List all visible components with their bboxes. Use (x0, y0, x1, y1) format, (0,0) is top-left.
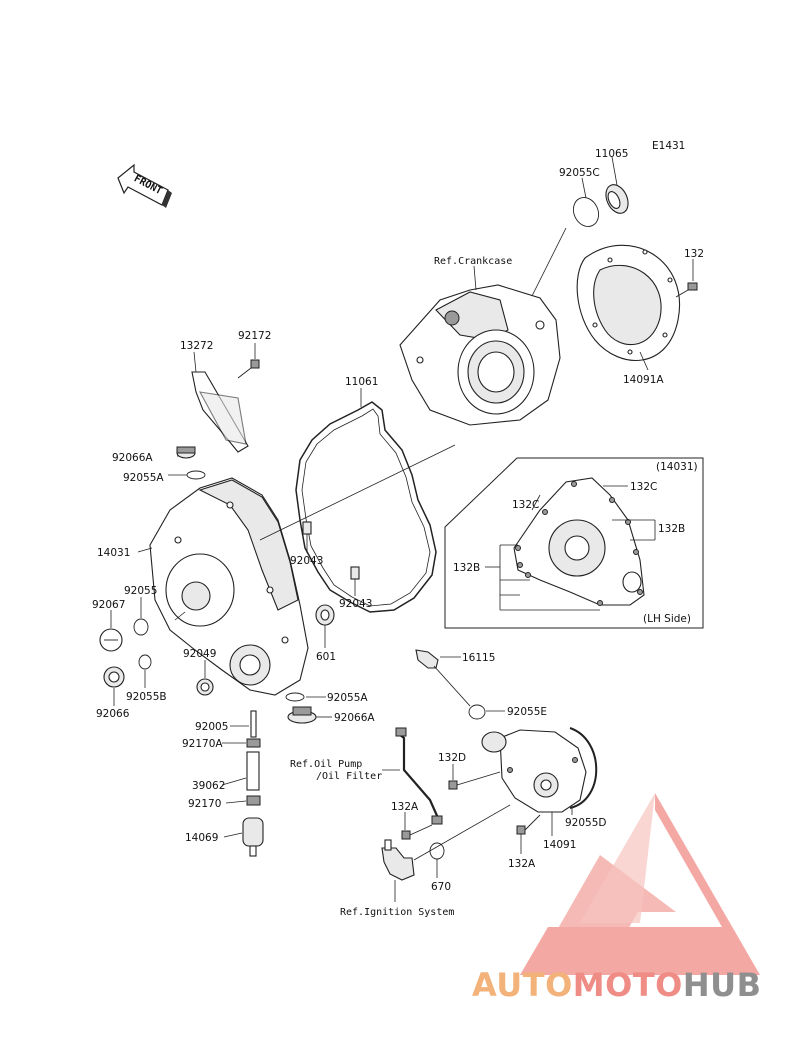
watermark-auto: AUTO (472, 966, 573, 1004)
label-92055D: 92055D (565, 817, 607, 829)
label-92043-b: 92043 (339, 598, 372, 610)
label-ref-crankcase: Ref.Crankcase (434, 256, 512, 267)
cover-14031 (149, 477, 309, 696)
watermark-moto: MOTO (573, 966, 683, 1004)
shaft-92005 (250, 710, 257, 738)
label-132A-left: 132A (391, 801, 419, 813)
label-132A-right: 132A (508, 858, 536, 870)
o-ring-92055A-bot (285, 692, 305, 702)
label-ref-oil-pump: Ref.Oil Pump (290, 759, 362, 770)
bolt-132A-left (401, 824, 433, 840)
label-92067: 92067 (92, 599, 125, 611)
part-labels: 11065 92055C 132 Ref.Crankcase 14091A 13… (92, 148, 704, 918)
label-132D: 132D (438, 752, 466, 764)
plug-92066A-top (176, 446, 196, 459)
label-92066A-bot: 92066A (334, 712, 375, 724)
label-92055C: 92055C (559, 167, 600, 179)
dowel-92043-b (350, 566, 360, 580)
plug-92066A-bot (287, 706, 317, 724)
o-ring-670 (429, 842, 445, 860)
hose-39062 (246, 751, 260, 791)
label-92055E: 92055E (507, 706, 547, 718)
inset-side-label: (LH Side) (643, 613, 691, 625)
inset-label-132C-a: 132C (630, 481, 657, 493)
inset-lh-side (444, 457, 704, 629)
label-92055A-bot: 92055A (327, 692, 368, 704)
watermark-logo (520, 793, 760, 975)
inset-title: (14031) (656, 461, 698, 473)
breather-14069 (242, 817, 264, 857)
o-ring-92055A-top (186, 470, 206, 480)
label-92066: 92066 (96, 708, 130, 720)
label-92005: 92005 (195, 721, 228, 733)
label-14091: 14091 (543, 839, 576, 851)
label-ref-ignition: Ref.Ignition System (340, 907, 454, 918)
dowel-92043-a (302, 521, 312, 535)
sensor-ignition-ref (381, 839, 415, 881)
label-14031: 14031 (97, 547, 130, 559)
label-92066A-top: 92066A (112, 452, 153, 464)
oil-seal-11065 (605, 184, 629, 214)
label-92055A-top: 92055A (123, 472, 164, 484)
bolt-132A-right (516, 814, 541, 835)
o-ring-92055C (572, 197, 600, 227)
label-ref-oil-filter: /Oil Filter (316, 771, 382, 782)
label-92043-a: 92043 (290, 555, 323, 567)
label-14069: 14069 (185, 832, 218, 844)
label-92170: 92170 (188, 798, 221, 810)
inset-label-132C-b: 132C (512, 499, 539, 511)
bolt-132D (448, 771, 501, 790)
bracket-13272 (191, 371, 249, 453)
plate-14091A (576, 244, 681, 361)
label-11061: 11061 (345, 376, 378, 388)
label-39062: 39062 (192, 780, 225, 792)
label-92170A: 92170A (182, 738, 223, 750)
label-601: 601 (316, 651, 336, 663)
clamp-92170 (246, 795, 261, 806)
plug-92066 (103, 666, 125, 688)
gasket-11061 (295, 401, 437, 613)
label-14091A: 14091A (623, 374, 664, 386)
crankcase-ref (399, 284, 561, 426)
plug-92067 (99, 628, 123, 652)
cover-14091 (481, 729, 587, 813)
oil-seal-92049 (196, 678, 214, 696)
label-92055B: 92055B (126, 691, 167, 703)
inset-label-132B-b: 132B (453, 562, 480, 574)
o-ring-92055D (569, 727, 598, 809)
label-92172: 92172 (238, 330, 271, 342)
label-132-top: 132 (684, 248, 704, 260)
watermark-text: AUTOMOTOHUB (472, 966, 762, 1004)
o-ring-92055B (138, 654, 152, 670)
label-92049: 92049 (183, 648, 216, 660)
dipstick-16115 (415, 649, 471, 707)
label-11065: 11065 (595, 148, 628, 160)
watermark-hub: HUB (683, 966, 762, 1004)
oil-seal-601 (315, 604, 335, 626)
label-16115: 16115 (462, 652, 495, 664)
label-92055: 92055 (124, 585, 157, 597)
o-ring-92055 (133, 618, 149, 636)
bolt-132-top (675, 282, 698, 298)
inset-label-132B-a: 132B (658, 523, 685, 535)
oil-pipe-ref (395, 727, 443, 825)
inset-labels: (14031) (LH Side) 132C 132C 132B 132B (453, 461, 698, 625)
label-670: 670 (431, 881, 451, 893)
front-arrow-icon: FRONT (117, 163, 172, 208)
o-ring-92055E (468, 704, 486, 720)
bolt-92172 (237, 359, 260, 379)
label-13272: 13272 (180, 340, 213, 352)
diagram-code: E1431 (652, 140, 685, 152)
clamp-92170A (246, 738, 261, 748)
